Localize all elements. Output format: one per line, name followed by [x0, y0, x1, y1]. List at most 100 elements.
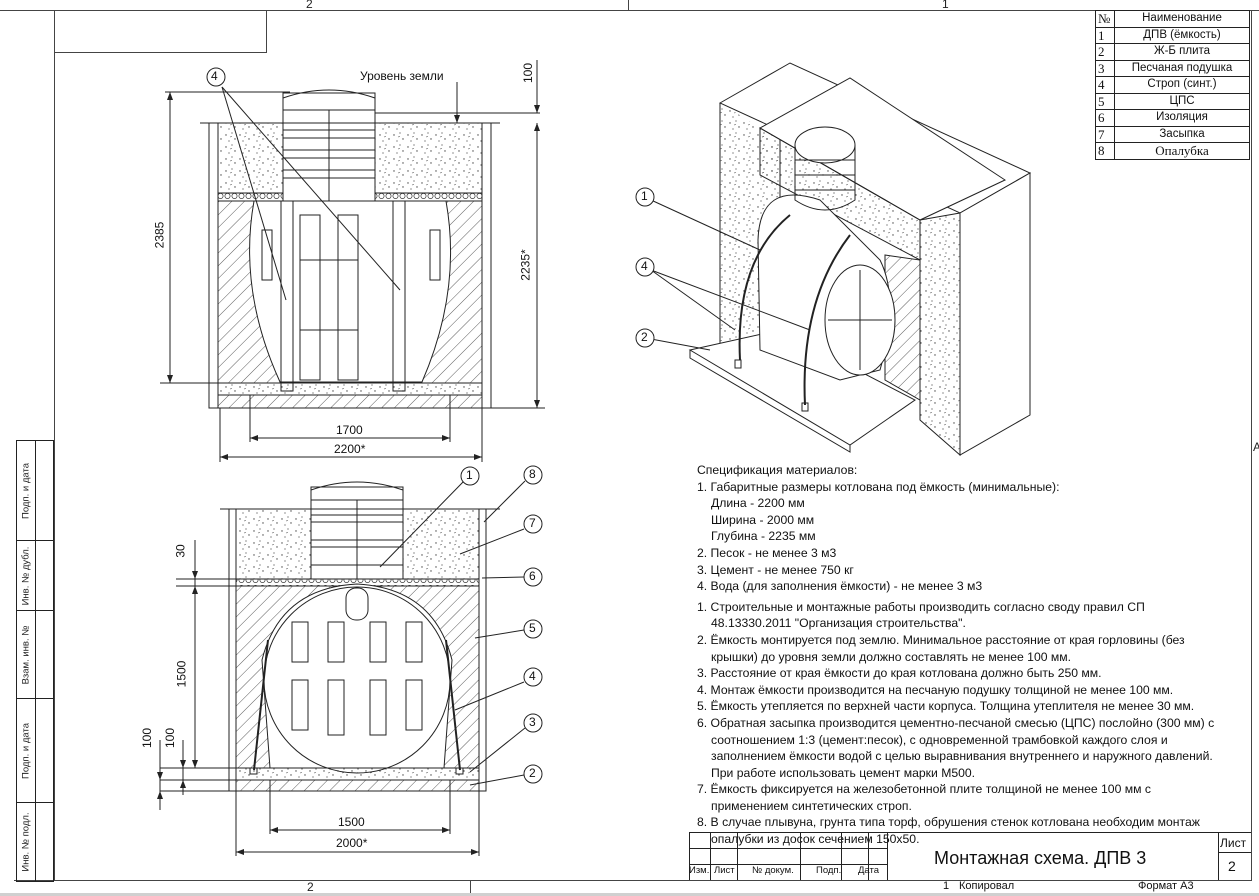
- stamp-cell: Подп. и дата: [16, 440, 36, 541]
- part-no: 6: [1095, 109, 1115, 127]
- spec-material: Глубина - 2235 мм: [711, 529, 816, 544]
- callout-2-iso: 2: [641, 330, 648, 344]
- spec-title: Спецификация материалов:: [697, 463, 858, 477]
- spec-note: применением синтетических строп.: [711, 798, 912, 813]
- header-no: №: [1095, 10, 1115, 28]
- spec-note: 48.13330.2011 "Организация строительства…: [711, 616, 966, 631]
- part-name: Засыпка: [1114, 125, 1250, 143]
- part-no: 7: [1095, 125, 1115, 143]
- dim-30: 30: [173, 544, 188, 558]
- part-no: 5: [1095, 92, 1115, 110]
- callout-4-side: 4: [529, 669, 536, 683]
- callout-4-iso: 4: [641, 259, 648, 273]
- dim-2235: 2235*: [518, 249, 533, 281]
- zone-bottom-2: 2: [307, 880, 314, 894]
- spec-note: 4. Монтаж ёмкости производится на песчан…: [697, 682, 1174, 697]
- spec-note: 2. Ёмкость монтируется под землю. Минима…: [697, 632, 1185, 647]
- part-name: Ж-Б плита: [1114, 43, 1250, 61]
- side-stamp: Подп. и дата Инв. № дубл. Взам. инв. № П…: [16, 440, 54, 882]
- part-no: 2: [1095, 43, 1115, 61]
- callout-2-side: 2: [529, 766, 536, 780]
- spec-material: Длина - 2200 мм: [711, 496, 805, 511]
- spec-note: 5. Ёмкость утепляется по верхней части к…: [697, 699, 1195, 714]
- part-no: 8: [1095, 142, 1115, 160]
- spec-material: 4. Вода (для заполнения ёмкости) - не ме…: [697, 579, 983, 594]
- spec-note: 8. В случае плывуна, грунта типа торф, о…: [697, 815, 1200, 830]
- stamp-cell: Инв. № дубл.: [16, 540, 36, 611]
- spec-note: заполнением ёмкости водой с целью выравн…: [711, 749, 1213, 764]
- spec-note: 7. Ёмкость фиксируется на железобетонной…: [697, 782, 1151, 797]
- spec-note: 1. Строительные и монтажные работы произ…: [697, 599, 1145, 614]
- callout-1-iso: 1: [641, 189, 648, 203]
- spec-material: 3. Цемент - не менее 750 кг: [697, 562, 854, 577]
- isometric-view-drawing: [635, 62, 1032, 457]
- dim-1700: 1700: [336, 423, 363, 437]
- dim-100-top: 100: [521, 62, 536, 84]
- dim-2000: 2000*: [336, 836, 368, 850]
- part-no: 4: [1095, 76, 1115, 94]
- part-name: ДПВ (ёмкость): [1114, 26, 1250, 44]
- callout-8-side: 8: [529, 467, 536, 481]
- stamp-label: Подп. и дата: [20, 463, 32, 519]
- part-no: 3: [1095, 59, 1115, 77]
- header-name: Наименование: [1114, 10, 1250, 28]
- col-list: Лист: [714, 865, 735, 876]
- copied-label: Копировал: [959, 880, 1015, 892]
- stamp-cell: Инв. № подл.: [16, 802, 36, 882]
- stamp-cell: Подп. и дата: [16, 698, 36, 803]
- part-name: Изоляция: [1114, 109, 1250, 127]
- spec-note: 3. Расстояние от края ёмкости до края ко…: [697, 666, 1102, 681]
- spec-note: При работе использовать цемент марки М50…: [711, 765, 976, 780]
- col-izm: Изм.: [689, 865, 710, 876]
- spec-material: 2. Песок - не менее 3 м3: [697, 545, 837, 560]
- specification-notes: Спецификация материалов: 1. Габаритные р…: [697, 462, 1252, 848]
- stamp-label: Подп. и дата: [20, 723, 32, 779]
- col-date: Дата: [858, 865, 880, 876]
- spec-material: Ширина - 2000 мм: [711, 512, 815, 527]
- zone-right-a: A: [1253, 440, 1259, 454]
- dim-1500-width: 1500: [338, 815, 365, 829]
- dim-100-slab: 100: [140, 727, 155, 749]
- sheet-number: 2: [1228, 858, 1236, 874]
- spec-note: крышки) до уровня земли должно составлят…: [711, 649, 1072, 664]
- col-doc-no: № докум.: [752, 865, 794, 876]
- front-view-drawing: [160, 60, 545, 462]
- parts-table-header: № Наименование: [1095, 10, 1250, 28]
- part-name: Опалубка: [1114, 142, 1250, 160]
- dim-100-sand: 100: [163, 727, 178, 749]
- part-no: 1: [1095, 26, 1115, 44]
- callout-5-side: 5: [529, 621, 536, 635]
- stamp-label: Инв. № подл.: [20, 812, 32, 872]
- part-name: Строп (синт.): [1114, 76, 1250, 94]
- zone-top-1: 1: [942, 0, 949, 11]
- drawing-title: Монтажная схема. ДПВ 3: [934, 848, 1147, 868]
- dim-1500-height: 1500: [174, 660, 189, 688]
- callout-4-front: 4: [211, 69, 218, 83]
- copied-mark: 1: [943, 880, 950, 892]
- sheet-label: Лист: [1220, 836, 1247, 850]
- callout-1-side: 1: [466, 468, 473, 482]
- spec-note: опалубки из досок сечением 150x50.: [711, 832, 920, 847]
- spec-note: соотношением 1:3 (цемент:песок), с однов…: [711, 732, 1168, 747]
- side-view-drawing: [157, 465, 543, 856]
- spec-material: 1. Габаритные размеры котлована под ёмко…: [697, 479, 1060, 494]
- stamp-label: Инв. № дубл.: [20, 546, 32, 606]
- zone-top-2: 2: [306, 0, 313, 11]
- ground-level-label: Уровень земли: [360, 69, 444, 83]
- part-name: Песчаная подушка: [1114, 59, 1250, 77]
- part-name: ЦПС: [1114, 92, 1250, 110]
- callout-6-side: 6: [529, 569, 536, 583]
- stamp-label: Взам. инв. №: [20, 625, 32, 685]
- callout-7-side: 7: [529, 516, 536, 530]
- title-block-grid: [689, 832, 1251, 880]
- format-label: Формат А3: [1138, 880, 1194, 892]
- dim-2385: 2385: [152, 221, 167, 249]
